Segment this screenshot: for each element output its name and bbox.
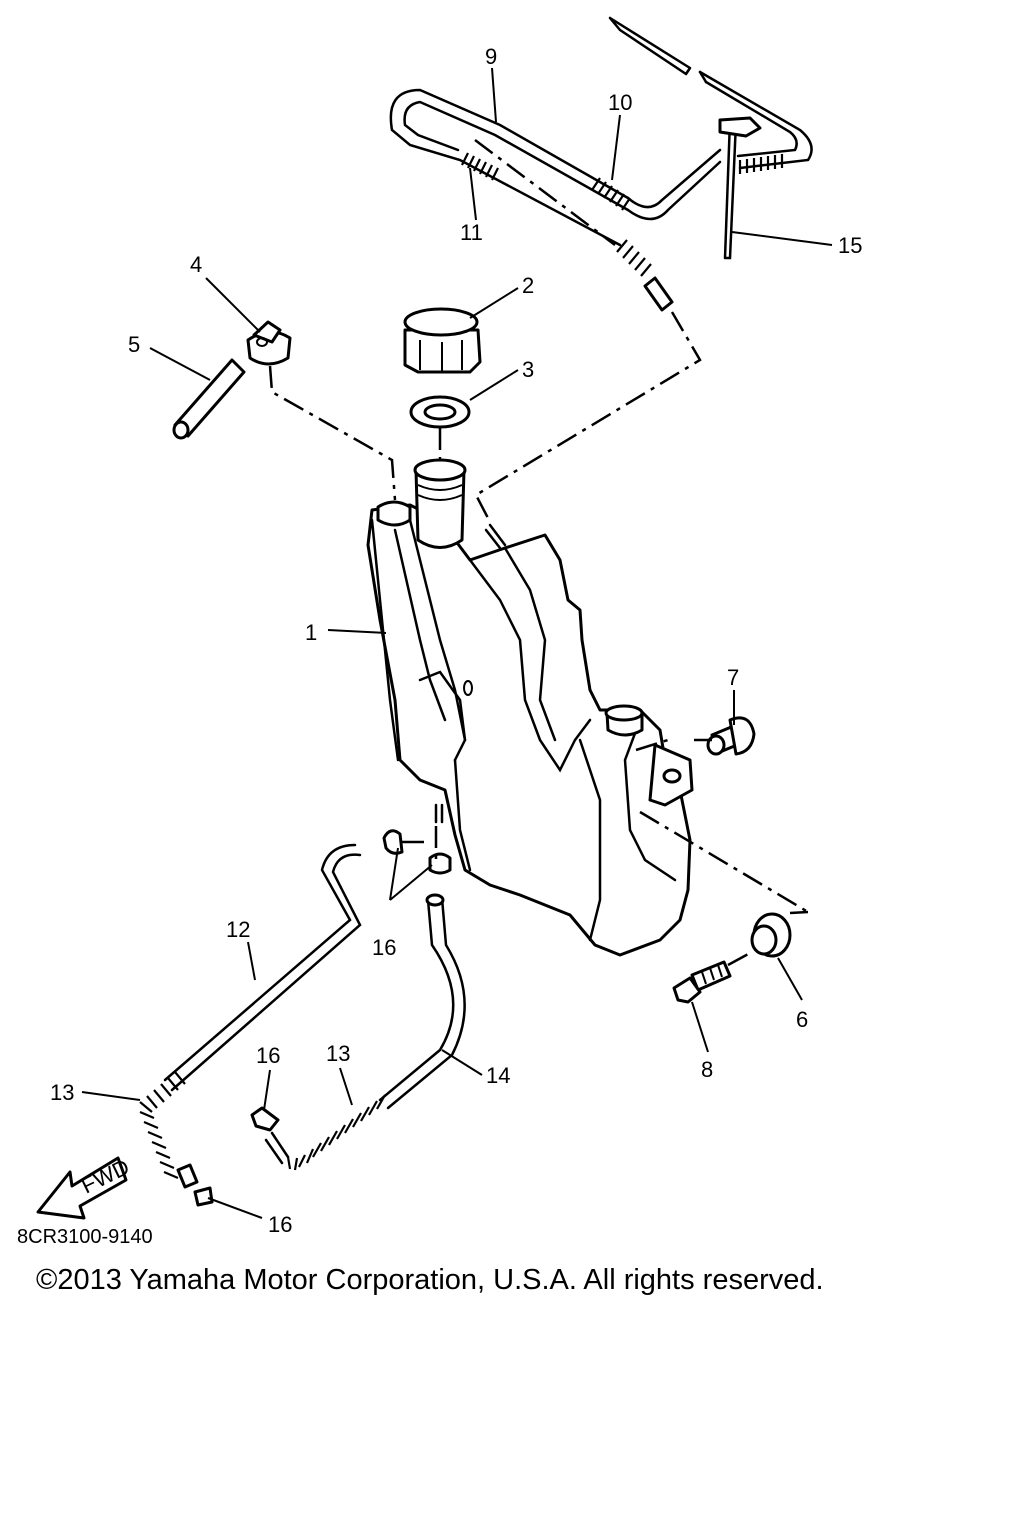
hose-clamps — [382, 829, 452, 875]
callout-7: 7 — [727, 665, 739, 690]
callout-11: 11 — [460, 220, 483, 245]
damper — [706, 716, 756, 756]
small-cap — [246, 320, 292, 366]
reservoir-tank — [366, 458, 694, 957]
callout-13-right: 13 — [326, 1041, 350, 1066]
drain-hose-left — [139, 843, 362, 1207]
callout-9: 9 — [485, 44, 497, 69]
diagram-code: 8CR3100-9140 — [17, 1226, 153, 1248]
callout-13-left: 13 — [50, 1080, 74, 1105]
bolt — [672, 960, 732, 1004]
callout-14: 14 — [486, 1063, 510, 1088]
alignment-lines — [268, 139, 809, 967]
callout-1: 1 — [305, 620, 317, 645]
callout-3: 3 — [522, 357, 534, 382]
callout-10: 10 — [608, 90, 632, 115]
fwd-arrow-icon: FWD — [36, 1154, 133, 1220]
callout-8: 8 — [701, 1057, 713, 1082]
overflow-hoses — [389, 16, 813, 312]
callout-16-bottom: 16 — [268, 1212, 292, 1237]
drain-hose-right — [250, 893, 466, 1171]
callout-12: 12 — [226, 917, 250, 942]
grommet — [750, 912, 792, 958]
leader-lines — [81, 67, 833, 1219]
breather-hose-short — [172, 358, 246, 440]
callout-16-lower: 16 — [256, 1043, 280, 1068]
callout-5: 5 — [128, 332, 140, 357]
callout-4: 4 — [190, 252, 202, 277]
callout-2: 2 — [522, 273, 534, 298]
callout-15: 15 — [838, 233, 862, 258]
callout-6: 6 — [796, 1007, 808, 1032]
callout-labels: 1 2 3 4 5 6 7 8 9 10 11 12 13 13 14 15 1… — [50, 44, 862, 1237]
gasket-ring — [409, 395, 471, 429]
callout-16-middle: 16 — [372, 935, 396, 960]
reservoir-cap — [403, 307, 482, 374]
copyright-notice: ©2013 Yamaha Motor Corporation, U.S.A. A… — [36, 1264, 824, 1296]
